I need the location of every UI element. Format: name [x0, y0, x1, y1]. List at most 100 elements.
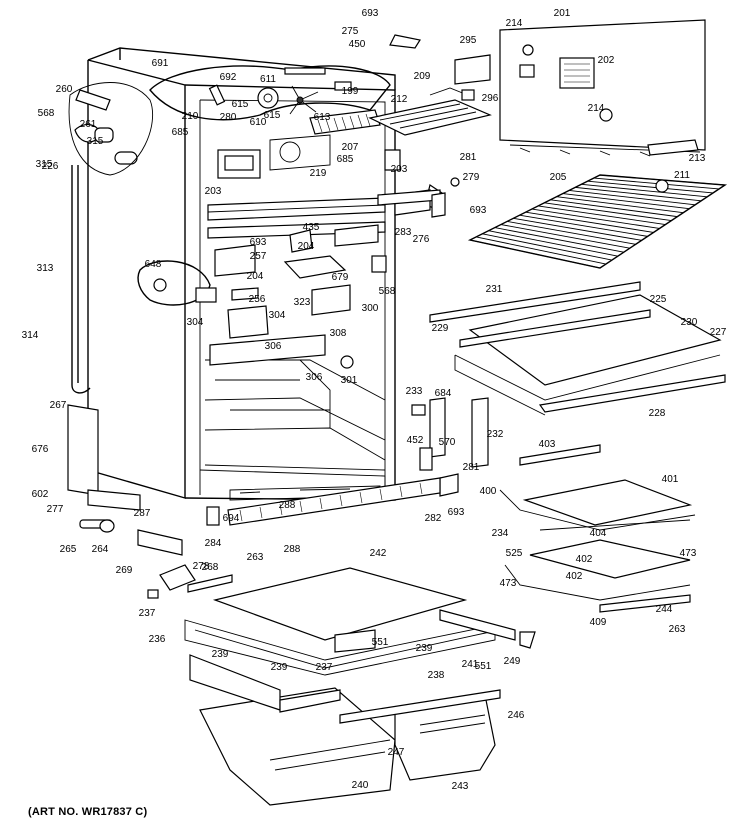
glass-shelf-upper	[429, 281, 726, 416]
part-number-label: 210	[182, 111, 199, 122]
part-number-label: 308	[330, 328, 347, 339]
part-number-label: 203	[205, 186, 222, 197]
glass-shelf-lower	[499, 444, 696, 613]
part-number-label: 278	[193, 561, 210, 572]
part-number-label: 230	[681, 317, 698, 328]
part-number-label: 288	[279, 500, 296, 511]
part-number-label: 315	[36, 159, 53, 170]
part-number-label: 226	[42, 161, 59, 172]
part-number-label: 295	[460, 35, 477, 46]
part-number-label: 211	[674, 170, 690, 181]
part-number-label: 239	[271, 662, 288, 673]
part-number-label: 473	[500, 578, 517, 589]
part-number-label: 610	[250, 117, 267, 128]
part-number-label: 202	[598, 55, 615, 66]
part-number-label: 263	[247, 552, 264, 563]
part-number-label: 288	[284, 544, 301, 555]
part-number-label: 306	[306, 372, 323, 383]
part-number-label: 402	[566, 571, 583, 582]
part-number-label: 263	[669, 624, 686, 635]
hinge-bracket	[377, 189, 446, 218]
part-number-label: 281	[460, 152, 477, 163]
part-number-label: 199	[342, 86, 359, 97]
part-number-label: 693	[448, 507, 465, 518]
part-number-label: 227	[710, 327, 727, 338]
part-number-label: 268	[202, 562, 219, 573]
part-number-label: 276	[413, 234, 430, 245]
part-number-label: 301	[341, 375, 358, 386]
part-number-label: 693	[470, 205, 487, 216]
part-number-label: 277	[47, 504, 64, 515]
part-number-label: 234	[492, 528, 509, 539]
part-number-label: 256	[249, 294, 266, 305]
part-number-label: 213	[689, 153, 706, 164]
part-number-label: 452	[407, 435, 424, 446]
part-number-label: 568	[38, 108, 55, 119]
part-number-label: 611	[260, 74, 276, 85]
part-number-label: 275	[342, 26, 359, 37]
part-number-label: 261	[80, 119, 97, 130]
part-number-label: 280	[220, 112, 237, 123]
part-number-label: 244	[656, 604, 673, 615]
part-number-label: 203	[391, 164, 408, 175]
part-number-label: 233	[406, 386, 423, 397]
part-number-label: 313	[37, 263, 54, 274]
part-number-label: 247	[388, 747, 405, 758]
part-number-label: 212	[391, 94, 408, 105]
crisper-drawers	[189, 654, 501, 806]
part-number-label: 615	[232, 99, 249, 110]
part-number-label: 306	[265, 341, 282, 352]
part-number-label: 282	[425, 513, 442, 524]
part-number-label: 204	[298, 241, 315, 252]
part-number-label: 300	[362, 303, 379, 314]
part-number-label: 525	[506, 548, 523, 559]
part-number-label: 269	[116, 565, 133, 576]
part-number-label: 243	[452, 781, 469, 792]
part-number-label: 685	[172, 127, 189, 138]
part-number-label: 693	[362, 8, 379, 19]
part-number-label: 613	[314, 112, 331, 123]
part-number-label: 267	[50, 400, 67, 411]
part-number-label: 236	[149, 634, 166, 645]
part-number-label: 284	[205, 538, 222, 549]
part-number-label: 260	[56, 84, 73, 95]
part-number-label: 679	[332, 272, 349, 283]
part-number-label: 400	[480, 486, 497, 497]
control-panel-cover	[499, 19, 706, 157]
part-number-label: 314	[22, 330, 39, 341]
part-number-label: 201	[554, 8, 571, 19]
part-number-label: 287	[134, 508, 151, 519]
crisper-cover	[184, 567, 496, 676]
part-number-label: 214	[588, 103, 605, 114]
part-number-label: 693	[250, 237, 267, 248]
evaporator-fan-assembly	[149, 65, 391, 179]
part-number-label: 237	[316, 662, 333, 673]
part-number-label: 602	[32, 489, 49, 500]
part-number-label: 694	[223, 513, 240, 524]
part-number-label: 296	[482, 93, 499, 104]
part-number-label: 570	[439, 437, 456, 448]
part-number-label: 242	[370, 548, 387, 559]
part-number-label: 401	[662, 474, 679, 485]
small-parts	[68, 34, 699, 653]
part-number-label: 204	[247, 271, 264, 282]
wire-shelf	[467, 174, 728, 269]
part-number-label: 304	[187, 317, 204, 328]
part-number-label: 676	[32, 444, 49, 455]
part-number-label: 225	[650, 294, 667, 305]
part-number-label: 240	[352, 780, 369, 791]
part-number-label: 239	[416, 643, 433, 654]
part-number-label: 238	[428, 670, 445, 681]
part-number-label: 403	[539, 439, 556, 450]
part-number-label: 691	[152, 58, 169, 69]
part-number-label: 279	[463, 172, 480, 183]
part-number-label: 239	[212, 649, 229, 660]
part-number-label: 281	[463, 462, 480, 473]
part-number-label: 615	[264, 110, 281, 121]
part-number-label: 648	[145, 259, 162, 270]
part-number-label: 692	[220, 72, 237, 83]
part-number-label: 232	[487, 429, 504, 440]
part-number-label: 435	[303, 222, 320, 233]
